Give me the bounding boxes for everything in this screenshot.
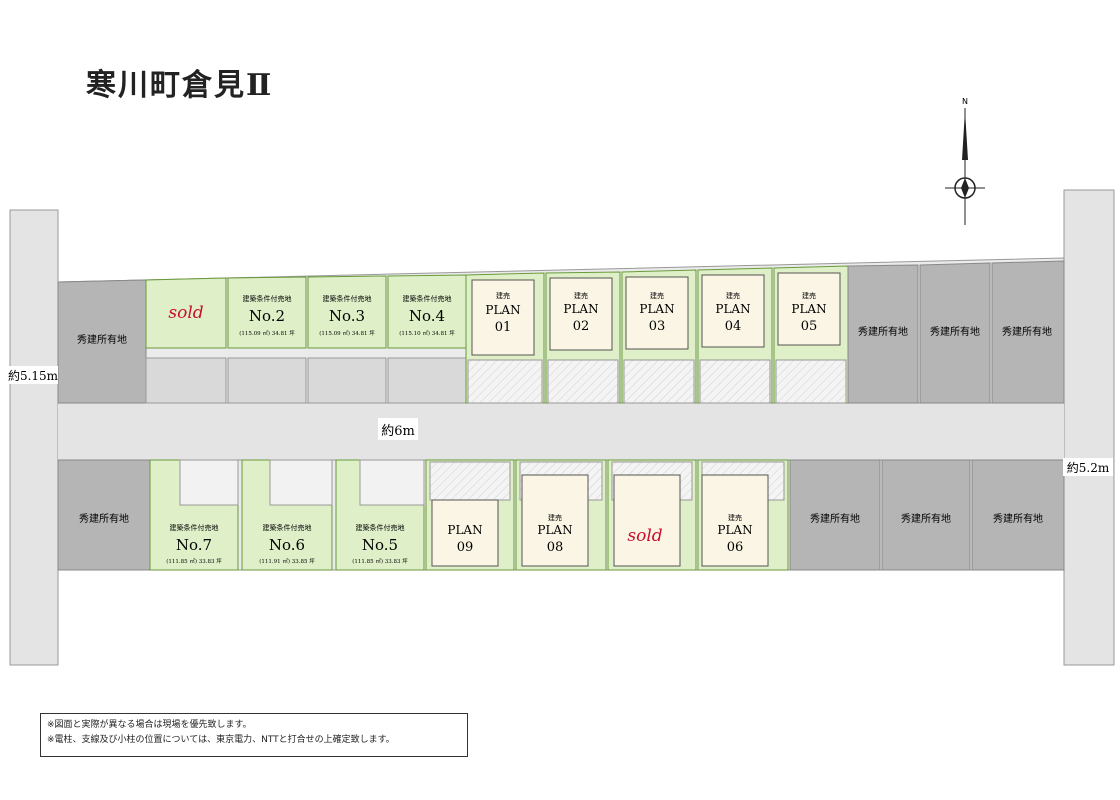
owned-label: 秀建所有地 [1002,325,1052,338]
owned-lot-south-r1 [789,459,881,571]
owned-lot-north-r2 [919,262,991,404]
plan-kind: 建売 [574,291,588,300]
plan-name: PLAN [639,302,674,316]
plan-kind: 建売 [650,291,664,300]
plan-number: 05 [801,319,818,334]
owned-label: 秀建所有地 [810,512,860,525]
lot-north-3: 建築条件付売地 No.3 (115.09 ㎡) 34.81 坪 [307,275,387,404]
owned-label: 秀建所有地 [993,512,1043,525]
owned-lot-south-r3 [971,459,1065,571]
lot-condition: 建築条件付売地 [243,294,292,303]
plan-kind: 建売 [726,291,740,300]
lot-area: (111.91 ㎡) 33.85 坪 [259,557,315,565]
plan-03: 建売 PLAN 03 [621,269,697,404]
plan-02: 建売 PLAN 02 [545,271,621,404]
center-road-width: 約6m [381,424,415,439]
lot-number: No.7 [176,536,212,554]
owned-label: 秀建所有地 [79,512,129,525]
plan-sold-south: sold [607,459,697,571]
plan-name: PLAN [537,523,572,537]
lot-condition: 建築条件付売地 [170,523,219,532]
owned-lot-north-r3 [991,260,1065,404]
right-road [1063,189,1115,666]
plan-09: PLAN 09 [425,459,515,571]
owned-lot-south-r2 [881,459,971,571]
lot-area: (115.09 ㎡) 34.81 坪 [239,329,295,337]
owned-label: 秀建所有地 [901,512,951,525]
plan-number: 08 [547,540,564,555]
lot-number: No.4 [409,307,445,325]
plan-06: 建売 PLAN 06 [697,459,789,571]
north-label: N [962,97,968,106]
lot-condition: 建築条件付売地 [263,523,312,532]
plan-number: 01 [495,320,512,335]
lot-area: (111.85 ㎡) 33.83 坪 [166,557,222,565]
sold-label: sold [627,526,662,546]
lot-area: (115.09 ㎡) 34.81 坪 [319,329,375,337]
plan-number: 04 [725,319,742,334]
lot-number: No.5 [362,536,398,554]
right-road-width: 約5.2m [1067,460,1110,475]
lot-south-5: 建築条件付売地 No.5 (111.85 ㎡) 33.83 坪 [335,459,425,571]
plan-name: PLAN [485,303,520,317]
plan-name: PLAN [447,523,482,537]
plan-name: PLAN [717,523,752,537]
plan-number: 09 [457,540,474,555]
lot-number: No.2 [249,307,285,325]
note-line: ※電柱、支線及び小柱の位置については、東京電力、NTTと打合せの上確定致します。 [47,735,395,745]
lot-number: No.6 [269,536,305,554]
lot-north-sold: sold [145,277,227,404]
plan-name: PLAN [563,302,598,316]
plan-name: PLAN [715,302,750,316]
center-road [58,403,1064,460]
owned-lot-north-r1 [847,264,919,404]
plan-number: 02 [573,319,590,334]
plan-kind: 建売 [802,291,816,300]
owned-label: 秀建所有地 [77,333,127,346]
notes-box: ※図面と実際が異なる場合は現場を優先致します。 ※電柱、支線及び小柱の位置につい… [40,713,468,757]
plan-number: 03 [649,319,666,334]
plan-08: 建売 PLAN 08 [515,459,607,571]
plan-04: 建売 PLAN 04 [697,267,773,404]
plan-01: 建売 PLAN 01 [465,272,545,404]
lot-condition: 建築条件付売地 [403,294,452,303]
owned-lot-south-left [57,459,151,571]
plan-kind: 建売 [728,513,742,522]
left-road-width: 約5.15m [8,368,59,383]
plan-kind: 建売 [496,291,510,300]
plan-kind: 建売 [548,513,562,522]
page-title: 寒川町倉見Ⅱ [86,68,274,103]
lot-south-6: 建築条件付売地 No.6 (111.91 ㎡) 33.85 坪 [241,459,333,571]
lot-north-4: 建築条件付売地 No.4 (115.10 ㎡) 34.81 坪 [387,274,467,404]
north-arrow-icon: N [945,97,985,225]
lot-condition: 建築条件付売地 [323,294,372,303]
plan-number: 06 [727,540,744,555]
owned-label: 秀建所有地 [930,325,980,338]
lot-number: No.3 [329,307,365,325]
plan-05: 建売 PLAN 05 [773,265,849,404]
lot-area: (111.85 ㎡) 33.83 坪 [352,557,408,565]
lot-north-2: 建築条件付売地 No.2 (115.09 ㎡) 34.81 坪 [227,276,307,404]
owned-label: 秀建所有地 [858,325,908,338]
plan-name: PLAN [791,302,826,316]
sold-label: sold [168,303,203,323]
left-road [9,209,59,666]
note-line: ※図面と実際が異なる場合は現場を優先致します。 [47,720,252,730]
lot-condition: 建築条件付売地 [356,523,405,532]
lot-area: (115.10 ㎡) 34.81 坪 [399,329,455,337]
lot-south-7: 建築条件付売地 No.7 (111.85 ㎡) 33.83 坪 [149,459,239,571]
